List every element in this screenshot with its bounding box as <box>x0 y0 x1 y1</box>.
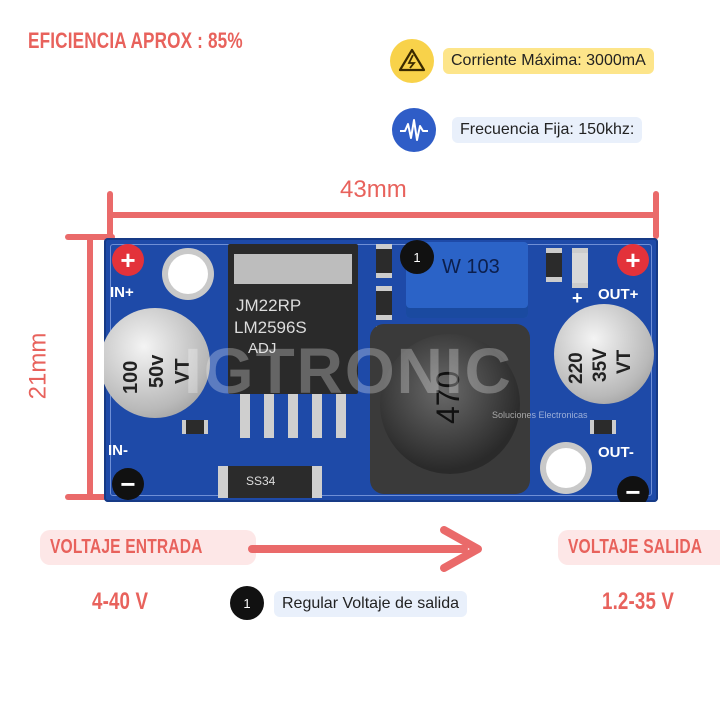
output-capacitor <box>554 304 654 404</box>
output-capacitor-brand: VT <box>614 349 635 374</box>
pin-out-minus: OUT- <box>598 444 634 461</box>
output-voltage-value: 1.2-35 V <box>602 588 675 615</box>
pcb-board: + + − − IN+ IN- OUT+ OUT- 100 50v VT JM2… <box>104 238 658 502</box>
input-plus-marker: + <box>112 244 144 276</box>
output-minus-marker: − <box>617 476 649 502</box>
schottky-diode: SS34 <box>218 466 322 498</box>
chip-text-1: JM22RP <box>236 296 302 315</box>
output-capacitor-value: 220 <box>566 352 587 384</box>
efficiency-label: EFICIENCIA APROX : 85% <box>28 28 243 53</box>
output-voltage-badge: VOLTAJE SALIDA <box>558 530 720 565</box>
output-voltage-label: VOLTAJE SALIDA <box>568 536 703 558</box>
width-dimension-label: 43mm <box>340 176 407 203</box>
chip-text-2: LM2596S <box>234 318 307 337</box>
chip-text-3: ADJ <box>248 340 277 357</box>
legend-marker: 1 <box>230 586 264 620</box>
input-capacitor-voltage: 50v <box>146 354 168 388</box>
height-dimension-label: 21mm <box>24 332 52 400</box>
pin-in-minus: IN- <box>108 442 128 459</box>
potentiometer-text: W 103 <box>442 256 500 278</box>
regulator-chip: JM22RP LM2596S ADJ <box>228 244 358 394</box>
input-voltage-badge: VOLTAJE ENTRADA <box>40 530 256 565</box>
input-minus-marker: − <box>112 468 144 500</box>
output-capacitor-voltage: 35V <box>590 348 611 382</box>
input-capacitor <box>104 308 210 418</box>
diode-text: SS34 <box>246 474 276 488</box>
pin-in-plus: IN+ <box>110 284 134 301</box>
input-voltage-value: 4-40 V <box>92 588 149 615</box>
warning-icon <box>390 39 434 83</box>
pin-out-plus: OUT+ <box>598 286 639 303</box>
legend-label: Regular Voltaje de salida <box>274 591 468 617</box>
input-voltage-label: VOLTAJE ENTRADA <box>50 536 203 558</box>
potentiometer-marker: 1 <box>400 240 434 274</box>
max-current-label: Corriente Máxima: 3000mA <box>443 48 654 74</box>
watermark-subtitle: Soluciones Electronicas <box>492 410 588 420</box>
output-plus-marker: + <box>617 244 649 276</box>
frequency-label: Frecuencia Fija: 150khz: <box>452 117 643 143</box>
right-arrow-icon <box>248 526 482 572</box>
input-capacitor-value: 100 <box>120 360 142 394</box>
width-dimension-line <box>107 191 659 239</box>
watermark-logo: IGTRONIC <box>184 335 513 407</box>
waveform-icon <box>392 108 436 152</box>
